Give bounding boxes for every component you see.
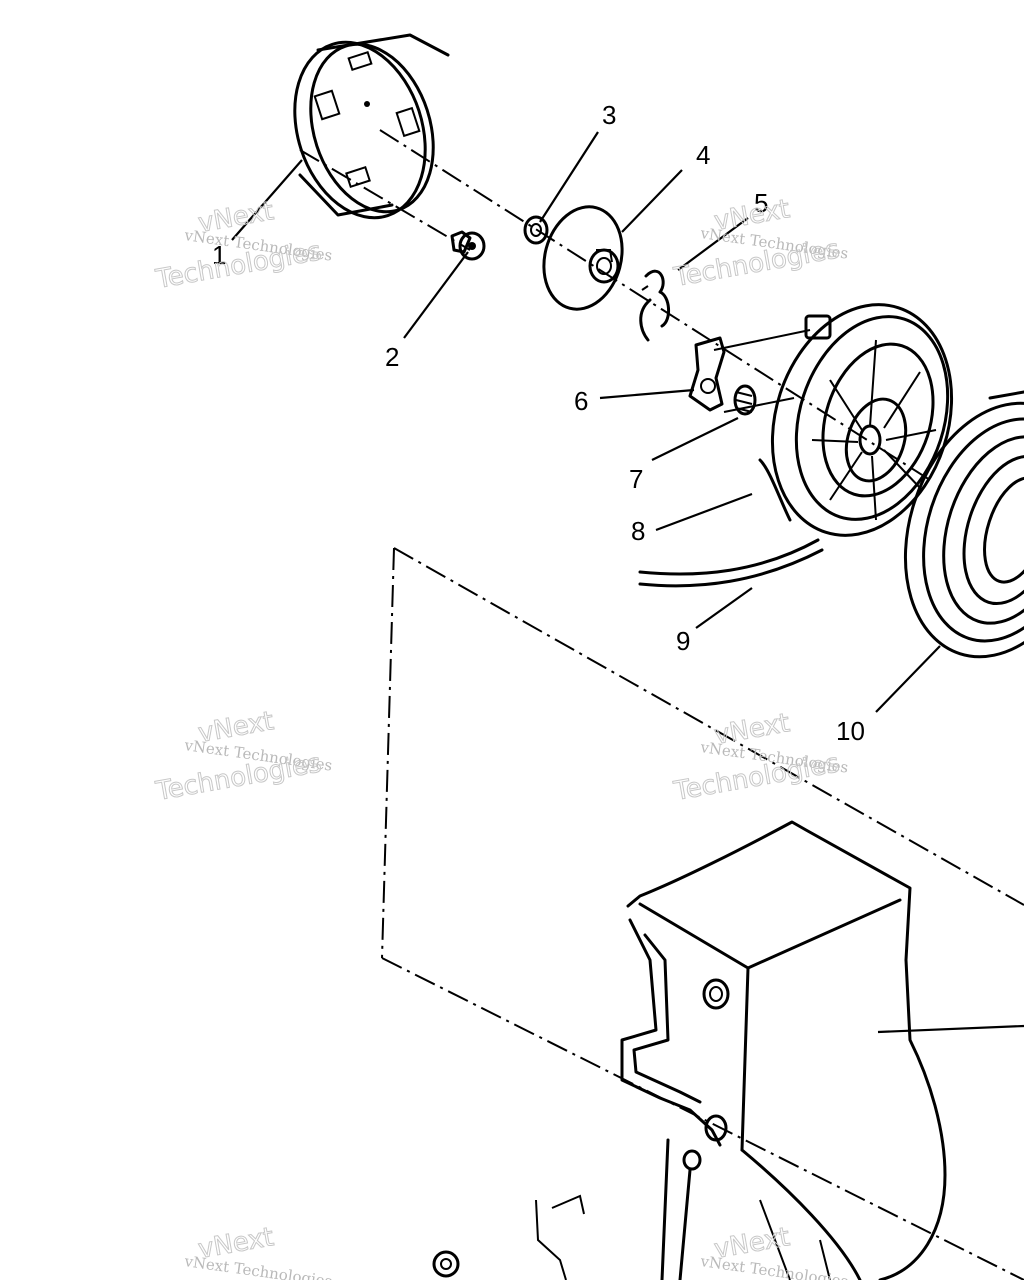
watermark-outline: vNext [712, 708, 792, 751]
watermark-mid-right: vNext Technologies vNext Technologies [671, 708, 850, 808]
watermark-bottom-left: vNext Technologies vNext [182, 1222, 333, 1280]
watermark-top-left: vNext Technologies vNext Technologies [153, 196, 334, 296]
callout-3: 3 [602, 100, 616, 130]
part-8-pulley [713, 303, 954, 537]
callout-9: 9 [676, 626, 690, 656]
callout-7: 7 [629, 464, 643, 494]
assembly-center-lines [299, 129, 1024, 1280]
part-3-nut [523, 215, 549, 245]
callout-labels: 1 2 3 4 5 6 7 8 9 10 [212, 100, 865, 746]
part-1-ratchet-cup [293, 33, 450, 220]
watermark-outline: vNext [196, 196, 276, 239]
blower-housing [432, 820, 947, 1280]
watermark-mid-left: vNext Technologies vNext Technologies [153, 706, 334, 808]
callout-8: 8 [631, 516, 645, 546]
part-4-friction-plate [542, 205, 624, 311]
part-7-spring [733, 384, 757, 416]
part-9-rope [638, 538, 824, 588]
callout-5: 5 [754, 188, 768, 218]
callout-2: 2 [385, 342, 399, 372]
watermark-outline: vNext [196, 1222, 276, 1265]
leader-lines [231, 131, 1024, 1034]
callout-6: 6 [574, 386, 588, 416]
part-10-recoil-spring [903, 390, 1024, 659]
watermark-outline: vNext [196, 706, 276, 749]
part-2-bolt [450, 230, 486, 261]
watermark-outline: vNext [712, 194, 792, 237]
watermark-outline: vNext [712, 1222, 792, 1265]
part-5-spring-clip [639, 269, 670, 342]
callout-1: 1 [212, 240, 226, 270]
callout-4: 4 [696, 140, 710, 170]
callout-10: 10 [836, 716, 865, 746]
watermark-top-right: vNext Technologies vNext Technologies [671, 194, 850, 294]
part-6-pawl [688, 336, 726, 412]
